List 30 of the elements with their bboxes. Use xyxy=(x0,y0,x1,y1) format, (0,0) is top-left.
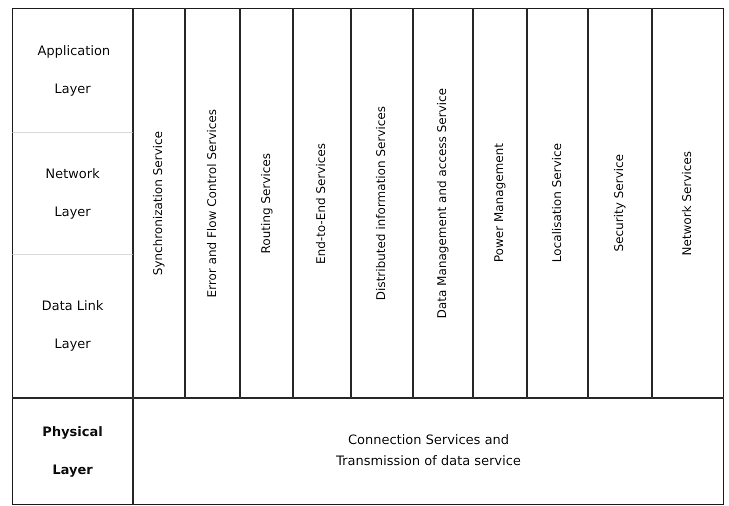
service-label: Synchronization Service xyxy=(151,130,166,276)
layer-cell xyxy=(133,398,724,505)
service-column xyxy=(351,8,413,398)
service-column xyxy=(652,8,724,398)
service-label: Error and Flow Control Services xyxy=(204,108,220,298)
service-label: End-to-End Services xyxy=(314,142,330,264)
service-label: Distributed information Services xyxy=(374,106,390,300)
service-column xyxy=(413,8,473,398)
layer-label: Physical Layer xyxy=(41,424,104,480)
service-label: Data Management and access Service xyxy=(435,88,450,318)
layer-cell xyxy=(12,8,133,133)
service-column xyxy=(527,8,588,398)
service-label: Routing Services xyxy=(258,152,274,254)
layer-cell xyxy=(12,133,133,255)
service-label: Power Management xyxy=(492,143,508,263)
service-label: Localisation Service xyxy=(550,143,565,263)
layer-label: Application Layer xyxy=(38,42,108,98)
service-label: Network Services xyxy=(680,150,696,256)
service-column xyxy=(473,8,527,398)
service-column xyxy=(185,8,240,398)
service-column xyxy=(588,8,652,398)
service-column xyxy=(240,8,293,398)
layer-label: Network Layer xyxy=(44,166,101,222)
layer-cell xyxy=(12,255,133,398)
service-column xyxy=(293,8,351,398)
layer-cell xyxy=(12,398,133,505)
service-label: Security Service xyxy=(612,154,628,252)
layer-label: Data Link Layer xyxy=(40,298,104,354)
layer-label: Connection Services and Transmission of data service xyxy=(335,432,522,470)
service-column xyxy=(133,8,185,398)
